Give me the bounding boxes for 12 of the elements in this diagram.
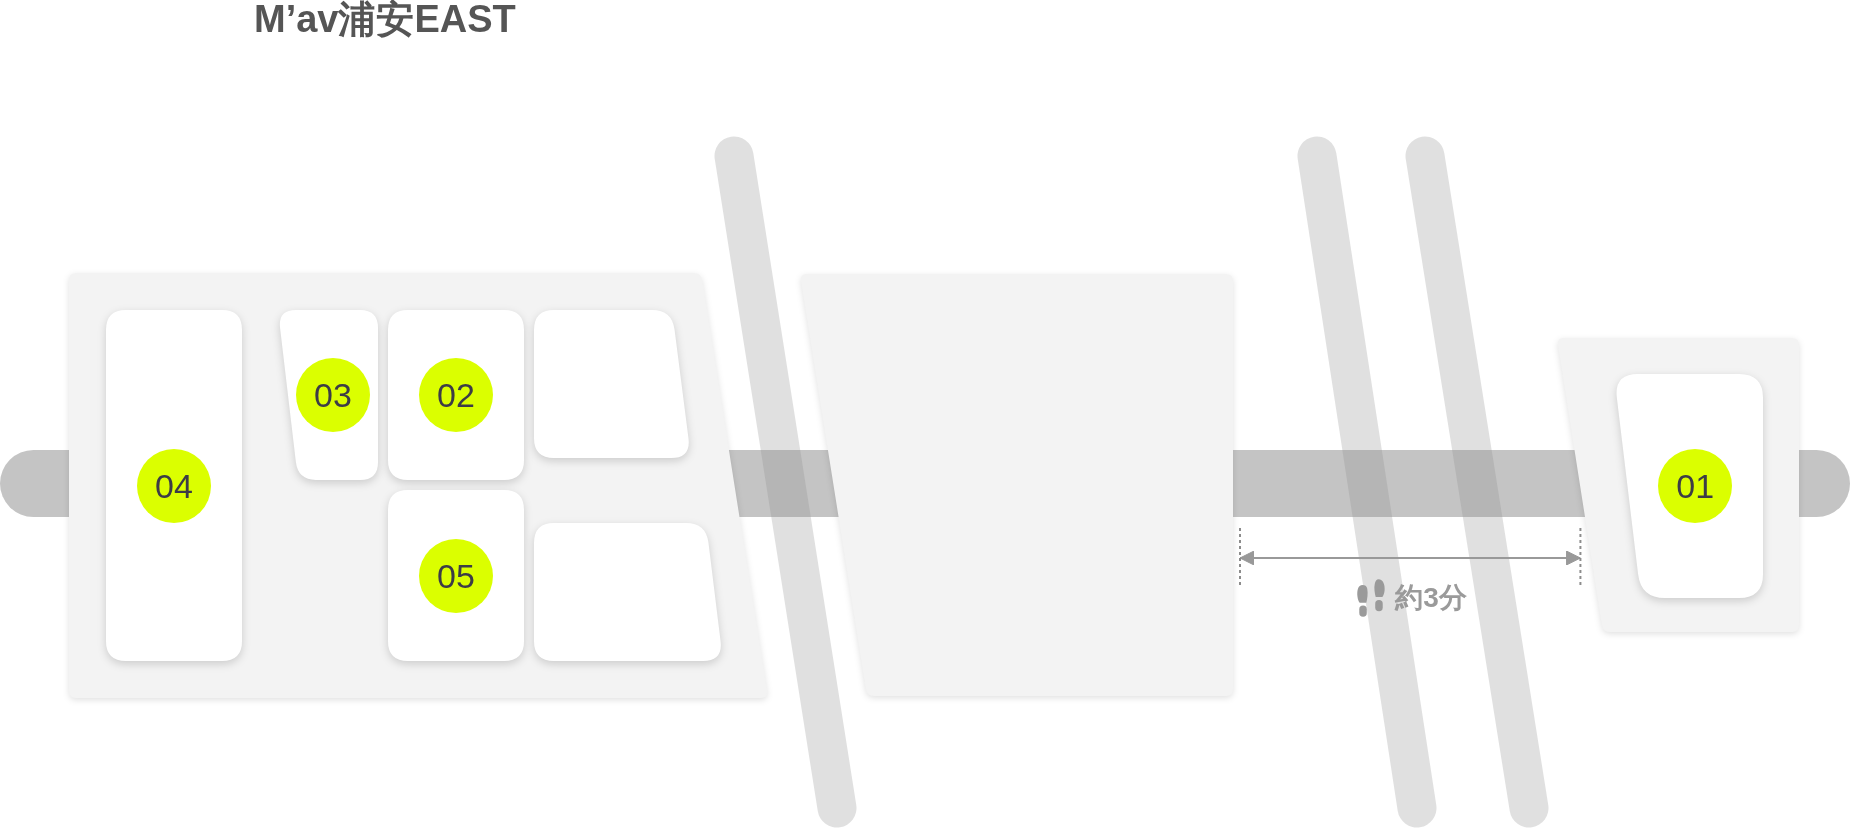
room-block	[388, 490, 524, 661]
room-block	[534, 523, 723, 661]
arrow	[1239, 550, 1582, 566]
room-block	[106, 310, 242, 661]
building-block	[800, 274, 1233, 696]
room-block	[388, 310, 524, 480]
room-block	[278, 310, 378, 480]
room-block	[1614, 374, 1763, 598]
room-block	[534, 310, 691, 458]
building-block	[69, 273, 768, 698]
edge-label: 約3分	[1395, 581, 1467, 615]
building-block	[1557, 338, 1799, 632]
